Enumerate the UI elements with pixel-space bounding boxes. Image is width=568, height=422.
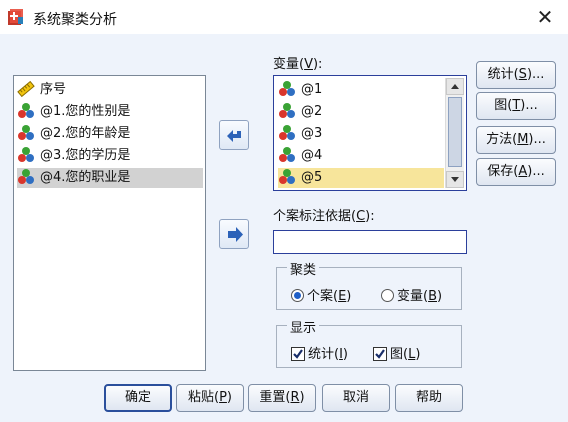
ruler-icon xyxy=(17,80,35,97)
list-item[interactable]: @2 xyxy=(278,102,444,122)
list-item-label: @1 xyxy=(301,82,323,97)
title-bar: 系统聚类分析 ✕ xyxy=(0,0,568,34)
checkbox-checked-icon[interactable] xyxy=(373,346,387,361)
case-label-label: 个案标注依据(C): xyxy=(273,209,375,224)
scroll-down-button[interactable] xyxy=(446,171,464,188)
variables-list[interactable]: @1 @2 @3 @4 xyxy=(273,75,467,191)
nominal-variable-icon xyxy=(279,168,295,184)
window-title: 系统聚类分析 xyxy=(33,12,117,28)
cluster-group-title: 聚类 xyxy=(287,259,320,278)
cluster-cases-radio[interactable]: 个案(E) xyxy=(291,285,351,304)
cluster-group: 聚类 个案(E) 变量(B) xyxy=(276,259,462,310)
reset-button[interactable]: 重置(R) xyxy=(248,384,316,412)
nominal-variable-icon xyxy=(18,124,34,140)
list-item-label: @2.您的年龄是 xyxy=(40,126,131,141)
display-plots-checkbox[interactable]: 图(L) xyxy=(373,343,420,362)
nominal-variable-icon xyxy=(279,80,295,96)
scroll-up-button[interactable] xyxy=(446,78,464,95)
move-to-case-label-button[interactable] xyxy=(219,219,249,249)
list-item[interactable]: 序号 xyxy=(17,80,66,100)
radio-unselected-icon[interactable] xyxy=(381,289,394,302)
list-item[interactable]: @4 xyxy=(278,146,444,166)
scroll-thumb[interactable] xyxy=(448,97,462,167)
save-button[interactable]: 保存(A)... xyxy=(476,158,556,186)
arrow-right-icon xyxy=(228,227,243,242)
move-to-variables-button[interactable] xyxy=(219,120,249,150)
nominal-variable-icon xyxy=(18,146,34,162)
list-item[interactable]: @2.您的年龄是 xyxy=(17,124,130,144)
list-item-label: @4 xyxy=(301,148,323,163)
list-item-label: @3.您的学历是 xyxy=(40,148,131,163)
list-item-label: @1.您的性别是 xyxy=(40,104,131,119)
spss-app-icon xyxy=(8,9,23,25)
method-button[interactable]: 方法(M)... xyxy=(476,126,556,154)
ok-button[interactable]: 确定 xyxy=(104,384,172,412)
display-group-title: 显示 xyxy=(287,317,320,336)
cluster-variables-radio[interactable]: 变量(B) xyxy=(381,285,442,304)
case-label-field[interactable] xyxy=(273,230,467,254)
list-item[interactable]: @3 xyxy=(278,124,444,144)
list-item[interactable]: @3.您的学历是 xyxy=(17,146,130,166)
arrow-left-icon xyxy=(227,130,241,142)
list-item[interactable]: @1.您的性别是 xyxy=(17,102,130,122)
radio-selected-icon[interactable] xyxy=(291,289,304,302)
display-statistics-checkbox[interactable]: 统计(I) xyxy=(291,343,348,362)
list-item-label: @2 xyxy=(301,104,323,119)
list-item-label: 序号 xyxy=(40,82,67,97)
triangle-up-icon xyxy=(451,84,459,89)
list-item-label: @4.您的职业是 xyxy=(40,170,131,185)
help-button[interactable]: 帮助 xyxy=(395,384,463,412)
list-item-label: @3 xyxy=(301,126,323,141)
checkbox-checked-icon[interactable] xyxy=(291,346,305,361)
list-item-selected[interactable]: @4.您的职业是 xyxy=(17,168,203,188)
display-group: 显示 统计(I) 图(L) xyxy=(276,317,462,368)
variables-label: 变量(V): xyxy=(273,57,323,72)
list-item-label: @5 xyxy=(301,170,323,185)
nominal-variable-icon xyxy=(279,102,295,118)
variables-list-viewport: @1 @2 @3 @4 xyxy=(276,78,446,188)
nominal-variable-icon xyxy=(279,124,295,140)
statistics-button[interactable]: 统计(S)... xyxy=(476,61,556,89)
cancel-button[interactable]: 取消 xyxy=(322,384,390,412)
nominal-variable-icon xyxy=(18,102,34,118)
source-variable-list[interactable]: 序号 @1.您的性别是 @2.您的年龄是 @3.您的学历是 @4.您的职业是 xyxy=(13,75,206,371)
plots-button[interactable]: 图(T)... xyxy=(476,92,556,120)
paste-button[interactable]: 粘贴(P) xyxy=(176,384,244,412)
variables-scrollbar[interactable] xyxy=(445,78,464,188)
close-icon[interactable]: ✕ xyxy=(536,5,554,29)
triangle-down-icon xyxy=(451,177,459,182)
list-item-selected[interactable]: @5 xyxy=(278,168,444,188)
nominal-variable-icon xyxy=(279,146,295,162)
nominal-variable-icon xyxy=(18,168,34,184)
list-item[interactable]: @1 xyxy=(278,80,444,100)
